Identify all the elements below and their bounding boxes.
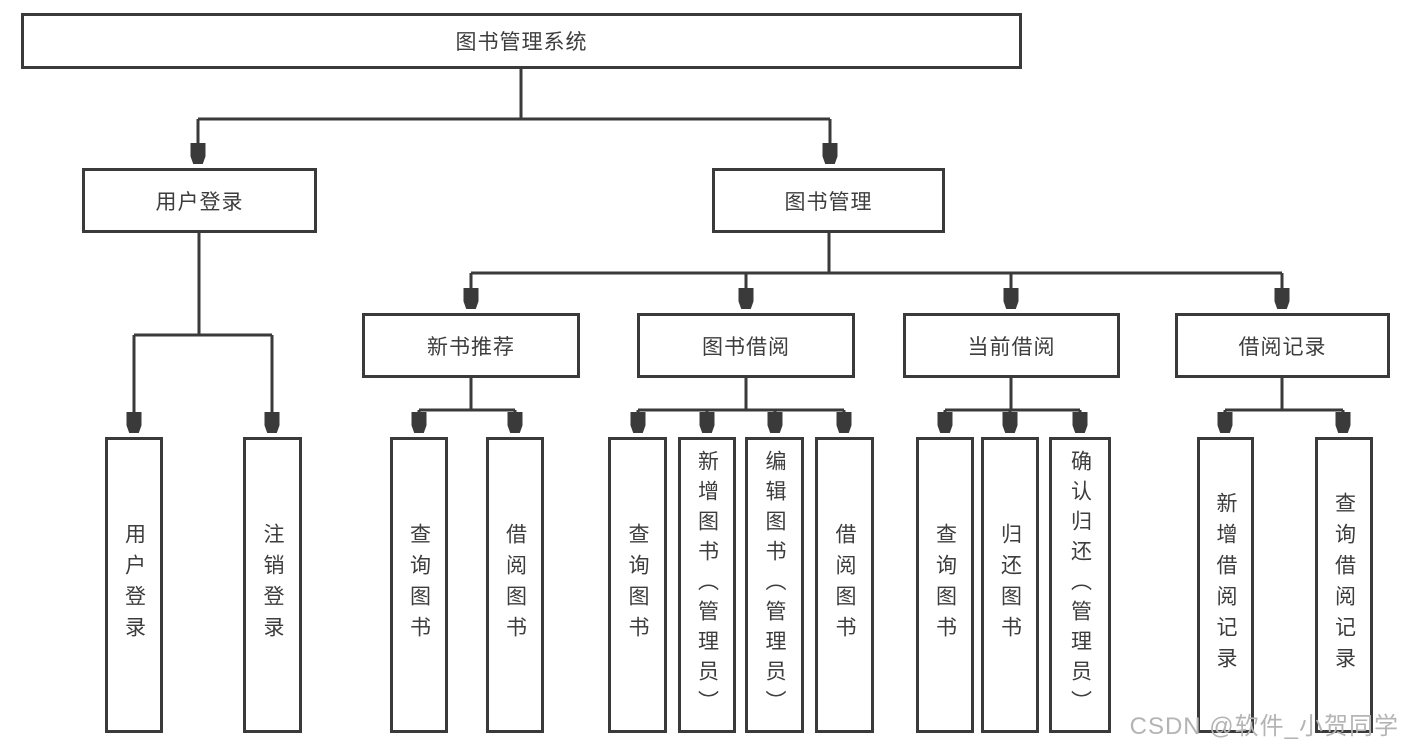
node-current-borrow: 当前借阅 [903, 313, 1120, 378]
wire-new-book-children [419, 378, 515, 412]
node-label: 查询借阅记录 [1332, 492, 1356, 678]
node-library-management-system: 图书管理系统 [21, 13, 1022, 69]
node-label: 查询图书 [407, 523, 431, 647]
node-user-login-action: 用户登录 [105, 437, 163, 733]
node-label: 图书管理 [784, 190, 873, 214]
node-bb-edit-books-admin: 编辑图书（管理员） [745, 437, 804, 733]
node-label: 图书管理系统 [455, 31, 588, 54]
node-bb-query-books: 查询图书 [608, 437, 667, 733]
node-user-login: 用户登录 [82, 168, 317, 233]
wire-borrow-records-children [1225, 378, 1343, 412]
node-nb-borrow-books: 借阅图书 [486, 437, 544, 733]
node-label: 用户登录 [155, 190, 244, 214]
node-label: 编辑图书（管理员） [763, 450, 786, 720]
node-borrow-records: 借阅记录 [1175, 313, 1390, 378]
node-label: 借阅图书 [503, 523, 527, 647]
node-bb-add-books-admin: 新增图书（管理员） [678, 437, 736, 733]
node-label: 查询图书 [933, 523, 957, 647]
node-label: 借阅图书 [833, 523, 856, 647]
node-book-borrow: 图书借阅 [637, 313, 855, 378]
wire-book-management-children [471, 233, 1282, 275]
wire-current-borrow-children [945, 378, 1080, 412]
node-label: 借阅记录 [1238, 335, 1327, 359]
node-label: 注销登录 [261, 523, 284, 647]
node-label: 确认归还（管理员） [1068, 450, 1092, 720]
node-logout-action: 注销登录 [243, 437, 302, 733]
node-cb-return-books: 归还图书 [981, 437, 1039, 733]
node-book-management: 图书管理 [712, 168, 945, 233]
wire-user-login-children [134, 233, 272, 337]
node-label: 用户登录 [122, 523, 146, 647]
node-label: 归还图书 [998, 523, 1022, 647]
node-label: 新增图书（管理员） [695, 450, 719, 720]
node-new-book-recommend: 新书推荐 [362, 313, 580, 378]
node-bb-borrow-books: 借阅图书 [815, 437, 874, 733]
csdn-watermark: CSDN @软件_小贺同学 [1129, 713, 1399, 740]
node-cb-query-books: 查询图书 [916, 437, 974, 733]
node-label: 新书推荐 [427, 335, 515, 359]
wire-root-to-level2 [198, 69, 830, 121]
node-label: 新增借阅记录 [1214, 492, 1237, 678]
node-label: 当前借阅 [967, 335, 1056, 359]
node-br-query-record: 查询借阅记录 [1315, 437, 1373, 733]
node-nb-query-books: 查询图书 [390, 437, 448, 733]
node-cb-confirm-return-admin: 确认归还（管理员） [1049, 437, 1111, 733]
node-br-add-record: 新增借阅记录 [1197, 437, 1254, 733]
wire-book-borrow-children [638, 378, 844, 412]
node-label: 查询图书 [626, 523, 649, 647]
node-label: 图书借阅 [702, 335, 790, 359]
